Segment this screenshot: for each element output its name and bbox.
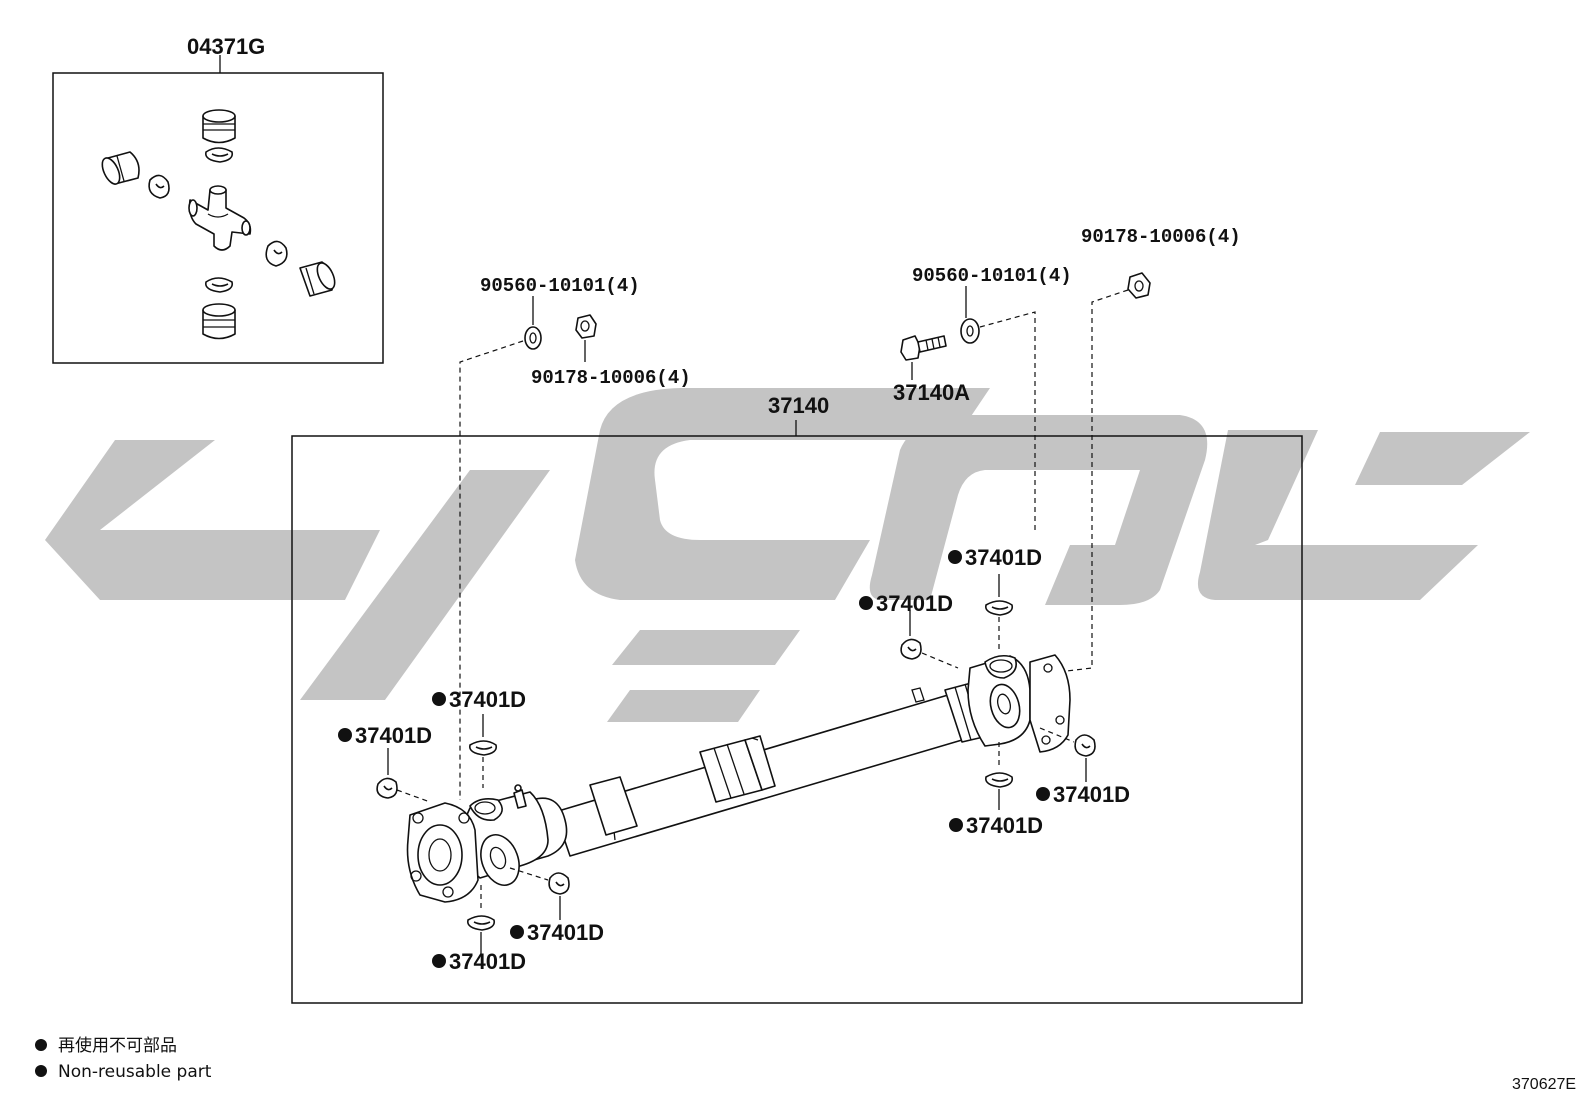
non-reusable-dot-icon [859, 596, 873, 610]
shaft-assembly-box: 37140 [291, 393, 1303, 1004]
flange-bolt-icon [900, 335, 947, 361]
non-reusable-dot-icon [432, 692, 446, 706]
snap-ring-3-icon [548, 872, 570, 895]
legend: 再使用不可部品 Non-reusable part [35, 1035, 212, 1082]
watermark-logo [45, 388, 1530, 722]
bearing-cup-bottom-icon [202, 303, 236, 340]
non-reusable-dot-icon [510, 925, 524, 939]
snap-ring-kit-right-icon [265, 240, 288, 267]
snap-ring-5-icon [984, 600, 1014, 616]
non-reusable-dot-icon [1036, 787, 1050, 801]
right-fastener-group: 90178-10006(4) 90560-10101(4) 37140A [893, 226, 1241, 673]
propeller-shaft-icon [406, 654, 1071, 903]
left-fastener-group: 90560-10101(4) 90178-10006(4) [459, 275, 691, 800]
snap-ring-label-2: 37401D [355, 723, 432, 748]
bearing-cup-right-icon [299, 261, 336, 297]
snap-ring-7-icon [1074, 734, 1096, 757]
snap-ring-6-icon [900, 638, 922, 660]
universal-joint-spider-icon [188, 185, 252, 251]
snap-ring-label-6: 37401D [876, 591, 953, 616]
non-reusable-dot-icon [948, 550, 962, 564]
kit-box: 04371G [52, 34, 384, 364]
snap-ring-1-icon [468, 740, 498, 756]
assembly-snap-rings [376, 574, 1096, 955]
washer-right-label: 90560-10101(4) [912, 265, 1072, 287]
snap-ring-kit-bottom-icon [204, 277, 234, 293]
non-reusable-dot-icon [338, 728, 352, 742]
shaft-label: 37140 [768, 393, 829, 418]
snap-ring-4-icon [466, 915, 496, 931]
legend-line-1: 再使用不可部品 [58, 1035, 177, 1056]
kit-label: 04371G [187, 34, 265, 59]
snap-ring-label-5: 37401D [965, 545, 1042, 570]
non-reusable-dot-icon [949, 818, 963, 832]
legend-line-2: Non-reusable part [58, 1062, 212, 1082]
bearing-cup-top-icon [202, 109, 236, 144]
snap-ring-label-1: 37401D [449, 687, 526, 712]
snap-ring-label-4: 37401D [449, 949, 526, 974]
reference-code: 370627E [1512, 1076, 1576, 1093]
washer-left-label: 90560-10101(4) [480, 275, 640, 297]
nut-left-label: 90178-10006(4) [531, 367, 691, 389]
snap-ring-2-icon [376, 777, 398, 799]
non-reusable-dot-icon [432, 954, 446, 968]
washer-left-icon [524, 326, 542, 350]
snap-ring-label-7: 37401D [1053, 782, 1130, 807]
snap-ring-label-3: 37401D [527, 920, 604, 945]
bolt-label: 37140A [893, 380, 970, 405]
snap-ring-labels: 37401D 37401D 37401D 37401D 37401D 37401… [338, 545, 1130, 974]
nut-right-icon [1127, 272, 1151, 299]
legend-dot-icon [35, 1065, 47, 1077]
nut-right-label: 90178-10006(4) [1081, 226, 1241, 248]
snap-ring-kit-left-icon [148, 174, 170, 199]
bearing-cup-left-icon [101, 151, 140, 185]
nut-left-icon [575, 314, 597, 339]
snap-ring-label-8: 37401D [966, 813, 1043, 838]
snap-ring-8-icon [984, 772, 1014, 788]
washer-right-icon [960, 318, 980, 344]
legend-dot-icon [35, 1039, 47, 1051]
snap-ring-kit-top-icon [204, 147, 234, 163]
